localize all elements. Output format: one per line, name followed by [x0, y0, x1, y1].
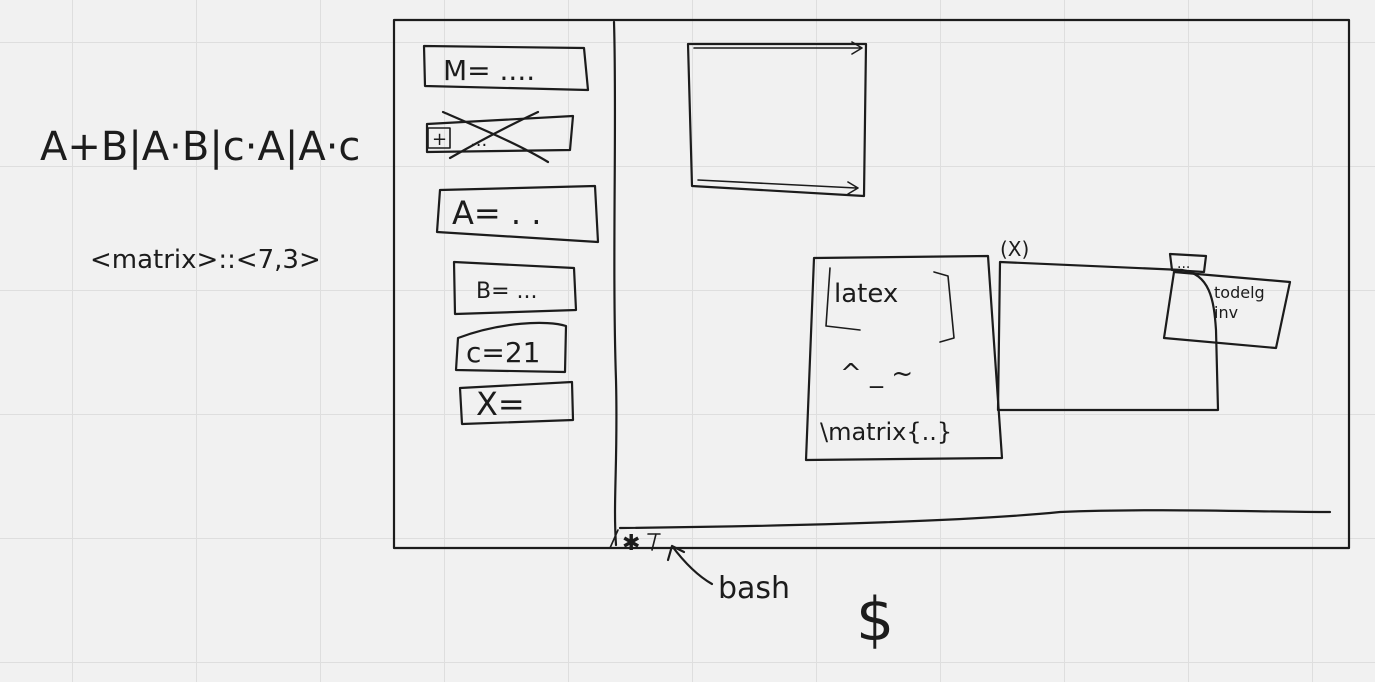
- terminal-divider: [618, 509, 1332, 530]
- svg-text:+: +: [432, 129, 447, 150]
- sidebar-item-label: B= ...: [476, 279, 538, 304]
- sidebar-item-label: ...: [470, 130, 487, 151]
- context-popup[interactable]: todelg inv: [1162, 270, 1292, 350]
- sidebar-item-x[interactable]: X=: [458, 380, 575, 426]
- sidebar-item-label: c=21: [466, 336, 540, 369]
- add-icon[interactable]: +: [427, 127, 451, 150]
- latex-matrix-command[interactable]: \matrix{..}: [820, 418, 952, 446]
- sidebar-item-b[interactable]: B= ...: [452, 260, 578, 316]
- svg-text:✱: ✱: [622, 531, 640, 556]
- sidebar-item-a[interactable]: A= . .: [435, 184, 600, 244]
- bash-annotation: bash: [718, 571, 790, 606]
- latex-panel[interactable]: latex ^ _ ~ \matrix{..}: [804, 254, 1004, 462]
- strike-line: [448, 110, 540, 160]
- menu-icon[interactable]: ...: [1168, 252, 1208, 274]
- latex-shortcuts[interactable]: ^ _ ~: [840, 359, 913, 389]
- arrow-icon: [666, 544, 714, 586]
- svg-text:...: ...: [1177, 256, 1190, 272]
- sidebar: M= .... + ... A= . . B= ... c=21 X=: [422, 44, 600, 426]
- app-window: [392, 18, 1351, 550]
- result-panel[interactable]: (X) ... todelg inv: [996, 237, 1292, 412]
- prompt-symbol: $: [856, 585, 894, 655]
- latex-bracket-left: [825, 267, 861, 331]
- sidebar-item-deleted[interactable]: + ...: [425, 110, 575, 164]
- canvas-panel[interactable]: [686, 41, 868, 198]
- strike-line: [441, 110, 550, 164]
- sidebar-item-label: X=: [476, 385, 525, 423]
- latex-bracket-right: [933, 271, 955, 343]
- popup-item[interactable]: todelg: [1214, 283, 1265, 302]
- matrix-type-annotation: <matrix>::<7,3>: [90, 245, 321, 275]
- popup-item[interactable]: inv: [1214, 303, 1238, 322]
- sidebar-item-c[interactable]: c=21: [454, 321, 568, 374]
- terminal-toggle-icon[interactable]: ✱: [609, 529, 661, 556]
- sidebar-divider: [612, 20, 618, 547]
- close-button[interactable]: (X): [1000, 237, 1029, 261]
- sidebar-item-label: M= ....: [443, 54, 535, 87]
- sidebar-item-m[interactable]: M= ....: [422, 44, 590, 92]
- operations-annotation: A+B|A·B|c·A|A·c: [40, 124, 360, 170]
- latex-title: latex: [834, 279, 898, 309]
- sidebar-item-label: A= . .: [452, 194, 541, 232]
